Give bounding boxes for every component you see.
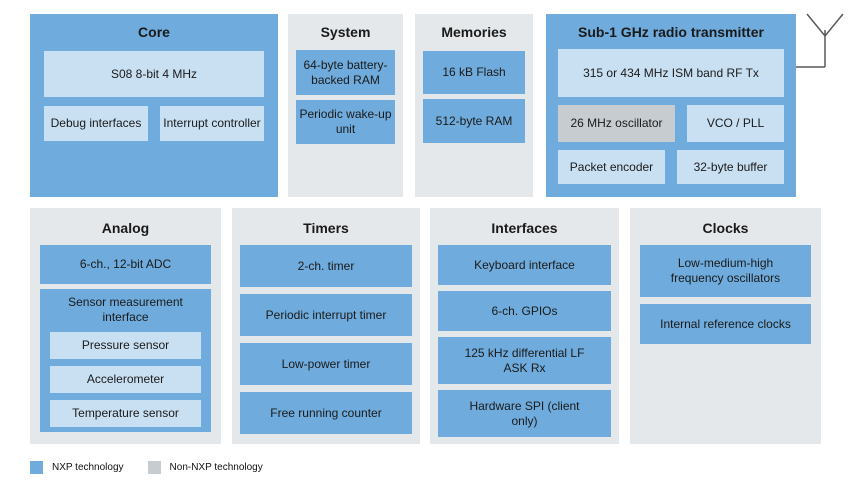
gpio-block: 6-ch. GPIOs xyxy=(438,291,611,331)
low-power-timer-block: Low-power timer xyxy=(240,343,412,385)
vco-pll-block: VCO / PLL xyxy=(687,105,784,142)
interrupt-controller-block: Interrupt controller xyxy=(160,106,264,141)
radio-transmitter-title: Sub-1 GHz radio transmitter xyxy=(578,24,764,40)
system-title: System xyxy=(320,24,371,40)
non-nxp-technology-label: Non-NXP technology xyxy=(169,462,263,473)
nxp-technology-swatch-icon xyxy=(30,461,43,474)
non-nxp-technology-swatch-icon xyxy=(147,461,161,474)
core-title: Core xyxy=(138,24,170,40)
memories-title: Memories xyxy=(441,24,507,40)
tx-buffer-block: 32-byte buffer xyxy=(677,150,784,184)
system-block: System 64-byte battery-backed RAM Period… xyxy=(288,14,403,197)
radio-transmitter-block: Sub-1 GHz radio transmitter 315 or 434 M… xyxy=(546,14,796,197)
clocks-title: Clocks xyxy=(702,220,749,236)
core-block: Core S08 8-bit 4 MHz Debug interfaces In… xyxy=(30,14,278,197)
timers-block: Timers 2-ch. timer Periodic interrupt ti… xyxy=(232,208,420,444)
sensor-measurement-interface-block: Sensor measurement interface Pressure se… xyxy=(40,289,211,432)
nxp-technology-label: NXP technology xyxy=(52,462,124,473)
interfaces-block: Interfaces Keyboard interface 6-ch. GPIO… xyxy=(430,208,619,444)
temperature-sensor-block: Temperature sensor xyxy=(50,400,201,427)
analog-block: Analog 6-ch., 12-bit ADC Sensor measurem… xyxy=(30,208,221,444)
analog-title: Analog xyxy=(101,220,150,236)
memories-block: Memories 16 kB Flash 512-byte RAM xyxy=(415,14,533,197)
battery-backed-ram-block: 64-byte battery-backed RAM xyxy=(296,50,395,95)
debug-interfaces-block: Debug interfaces xyxy=(44,106,148,141)
ram-block: 512-byte RAM xyxy=(423,99,525,143)
wake-up-unit-block: Periodic wake-up unit xyxy=(296,100,395,144)
accelerometer-block: Accelerometer xyxy=(50,366,201,393)
keyboard-interface-block: Keyboard interface xyxy=(438,245,611,285)
sensor-measurement-interface-label: Sensor measurement interface xyxy=(68,295,183,324)
clocks-block: Clocks Low-medium-high frequency oscilla… xyxy=(630,208,821,444)
internal-reference-clocks-block: Internal reference clocks xyxy=(640,304,811,344)
flash-block: 16 kB Flash xyxy=(423,51,525,94)
lf-ask-rx-block: 125 kHz differential LF ASK Rx xyxy=(438,337,611,384)
adc-block: 6-ch., 12-bit ADC xyxy=(40,245,211,284)
periodic-interrupt-timer-block: Periodic interrupt timer xyxy=(240,294,412,336)
legend: NXP technology Non-NXP technology xyxy=(30,461,263,474)
timers-title: Timers xyxy=(303,220,349,236)
hardware-spi-block: Hardware SPI (client only) xyxy=(438,390,611,437)
packet-encoder-block: Packet encoder xyxy=(558,150,665,184)
rf-tx-block: 315 or 434 MHz ISM band RF Tx xyxy=(558,49,784,97)
pressure-sensor-block: Pressure sensor xyxy=(50,332,201,359)
interfaces-title: Interfaces xyxy=(491,220,558,236)
frequency-oscillators-block: Low-medium-high frequency oscillators xyxy=(640,245,811,297)
oscillator-block: 26 MHz oscillator xyxy=(558,105,675,142)
2ch-timer-block: 2-ch. timer xyxy=(240,245,412,287)
free-running-counter-block: Free running counter xyxy=(240,392,412,434)
cpu-block: S08 8-bit 4 MHz xyxy=(44,51,264,97)
antenna-icon xyxy=(796,13,844,68)
